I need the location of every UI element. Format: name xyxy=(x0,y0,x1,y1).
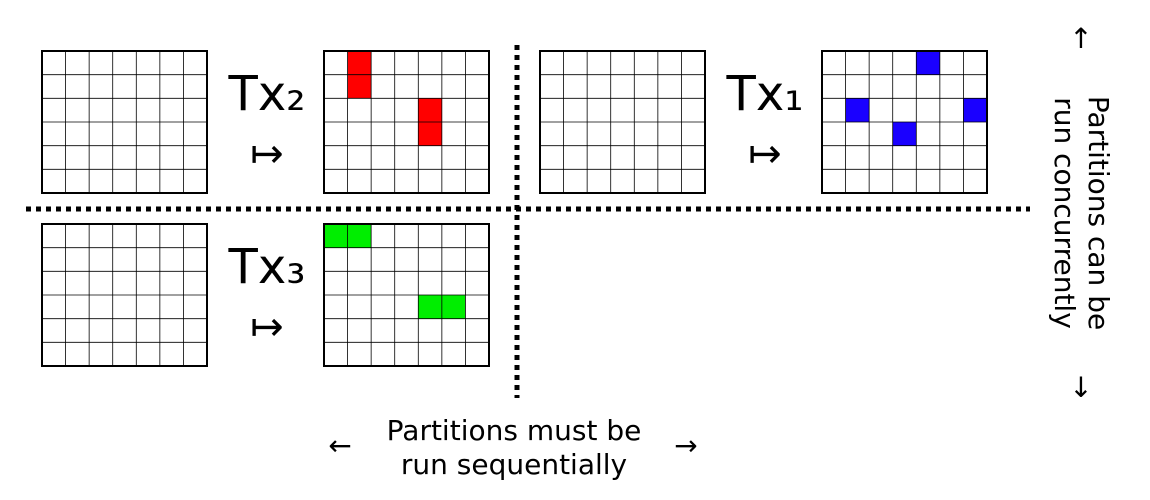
right-arrow-icon: → xyxy=(674,429,697,462)
down-arrow-icon: ↓ xyxy=(1069,371,1092,404)
tx3-after-grid xyxy=(323,223,490,367)
tx3-after-filled-cell xyxy=(324,224,348,248)
tx1-after-grid-border xyxy=(821,50,988,194)
tx1-after-filled-cell xyxy=(916,51,940,75)
tx3-after-filled-cell xyxy=(441,295,466,319)
tx3-label: Tx₃ xyxy=(228,239,306,295)
concurrent-caption-line1: Partitions can be xyxy=(1082,96,1115,330)
sequential-caption-line1: Partitions must be xyxy=(387,414,642,447)
concurrent-caption-line2: run concurrently xyxy=(1048,97,1081,329)
tx2-label: Tx₂ xyxy=(228,66,306,122)
tx1-label: Tx₁ xyxy=(726,66,804,122)
tx2-after-filled-cell xyxy=(418,122,442,146)
tx2-before-grid xyxy=(41,50,208,194)
tx3-after-grid-border xyxy=(323,223,490,367)
tx2-after-filled-cell xyxy=(347,74,372,99)
sequential-caption-line2: run sequentially xyxy=(401,448,627,481)
tx3-after-filled-cell xyxy=(347,224,372,248)
tx2-after-filled-cell xyxy=(418,98,442,122)
tx3-mapsto-arrow: ↦ xyxy=(250,304,284,350)
tx2-after-grid xyxy=(323,50,490,194)
tx1-before-grid-border xyxy=(539,50,706,194)
tx2-before-grid-border xyxy=(41,50,208,194)
up-arrow-icon: ↑ xyxy=(1069,22,1092,55)
tx3-after-filled-cell xyxy=(418,295,442,319)
tx1-after-filled-cell xyxy=(845,98,870,122)
tx1-after-grid xyxy=(821,50,988,194)
tx2-mapsto-arrow: ↦ xyxy=(250,131,284,177)
tx1-mapsto-arrow: ↦ xyxy=(748,131,782,177)
tx2-after-grid-border xyxy=(323,50,490,194)
tx3-before-grid xyxy=(41,223,208,367)
tx1-after-filled-cell xyxy=(963,98,987,122)
tx1-after-filled-cell xyxy=(892,122,917,146)
tx3-before-grid-border xyxy=(41,223,208,367)
tx2-after-filled-cell xyxy=(347,51,372,75)
tx1-before-grid xyxy=(539,50,706,194)
left-arrow-icon: ← xyxy=(328,429,351,462)
